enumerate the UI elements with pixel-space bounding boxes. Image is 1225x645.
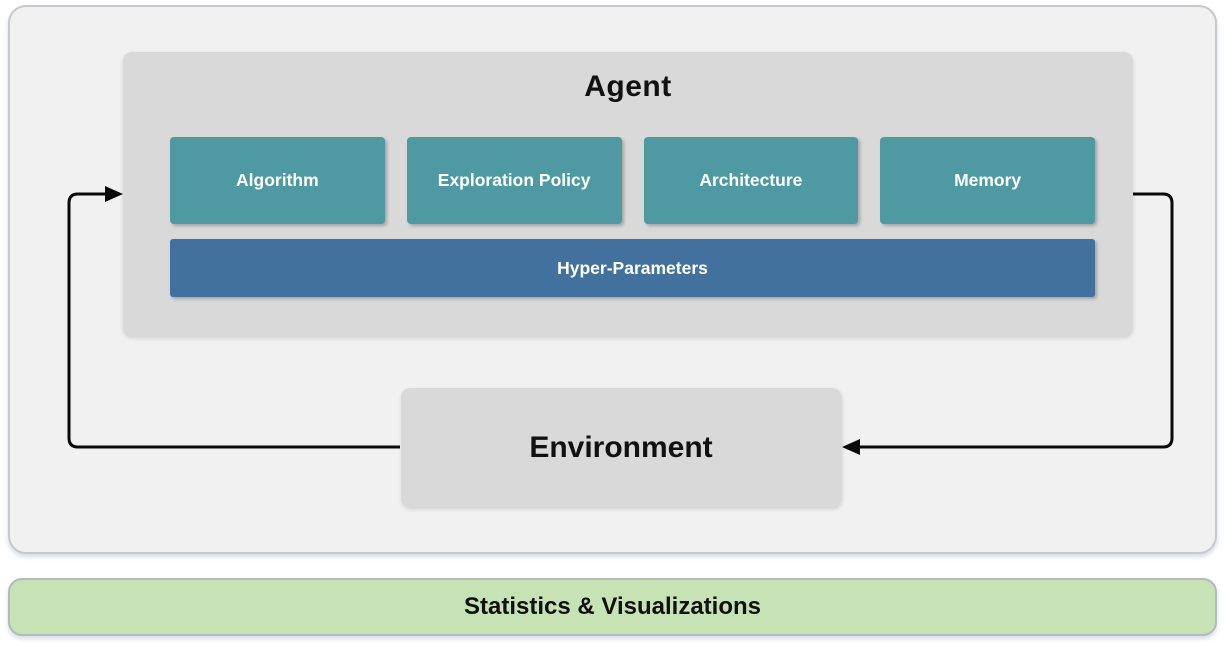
environment-box: Environment [401, 388, 841, 507]
module-memory: Memory [880, 137, 1095, 224]
statistics-visualizations-bar: Statistics & Visualizations [8, 578, 1217, 636]
module-algorithm: Algorithm [170, 137, 385, 224]
rl-loop-panel: Agent Algorithm Exploration Policy Archi… [8, 5, 1217, 554]
module-architecture: Architecture [643, 137, 859, 224]
agent-modules-row: Algorithm Exploration Policy Architectur… [170, 137, 1095, 224]
hyper-parameters-bar: Hyper-Parameters [170, 239, 1095, 297]
module-exploration-policy: Exploration Policy [406, 137, 622, 224]
environment-title: Environment [529, 430, 713, 464]
agent-title: Agent [584, 70, 672, 103]
statistics-visualizations-label: Statistics & Visualizations [464, 593, 761, 620]
agent-box: Agent Algorithm Exploration Policy Archi… [123, 52, 1133, 336]
